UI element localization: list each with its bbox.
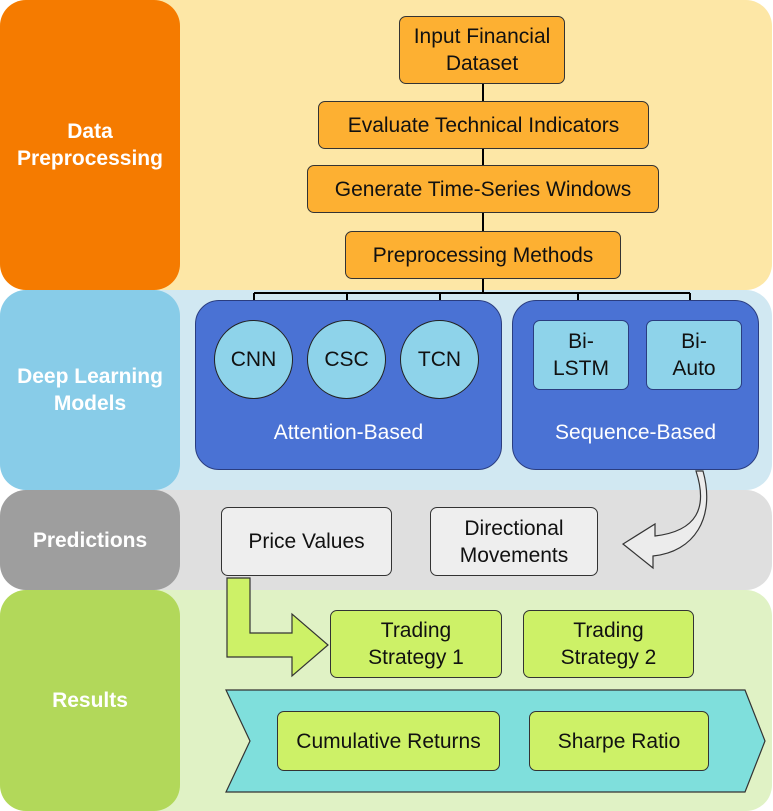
step-technical-indicators: Evaluate Technical Indicators <box>318 101 649 149</box>
row-label-predictions: Predictions <box>0 490 180 590</box>
attention-based-caption: Attention-Based <box>273 421 424 444</box>
prediction-price-values: Price Values <box>221 507 392 576</box>
sequence-based-caption: Sequence-Based <box>554 421 717 444</box>
model-tcn: TCN <box>400 320 479 399</box>
model-csc: CSC <box>307 320 386 399</box>
model-bi-lstm: Bi- LSTM <box>533 320 629 390</box>
metric-sharpe-ratio: Sharpe Ratio <box>529 711 709 771</box>
model-bi-auto: Bi- Auto <box>646 320 742 390</box>
step-preprocessing-methods: Preprocessing Methods <box>345 231 621 279</box>
metric-cumulative-returns: Cumulative Returns <box>277 711 500 771</box>
trading-strategy-2: Trading Strategy 2 <box>523 610 694 678</box>
row-label-preprocessing: Data Preprocessing <box>0 0 180 290</box>
model-cnn: CNN <box>214 320 293 399</box>
prediction-directional-movements: Directional Movements <box>430 507 598 576</box>
row-label-results: Results <box>0 590 180 811</box>
trading-strategy-1: Trading Strategy 1 <box>330 610 502 678</box>
row-label-models: Deep Learning Models <box>0 290 180 490</box>
step-time-series-windows: Generate Time-Series Windows <box>307 165 659 213</box>
step-input-dataset: Input Financial Dataset <box>399 16 565 84</box>
